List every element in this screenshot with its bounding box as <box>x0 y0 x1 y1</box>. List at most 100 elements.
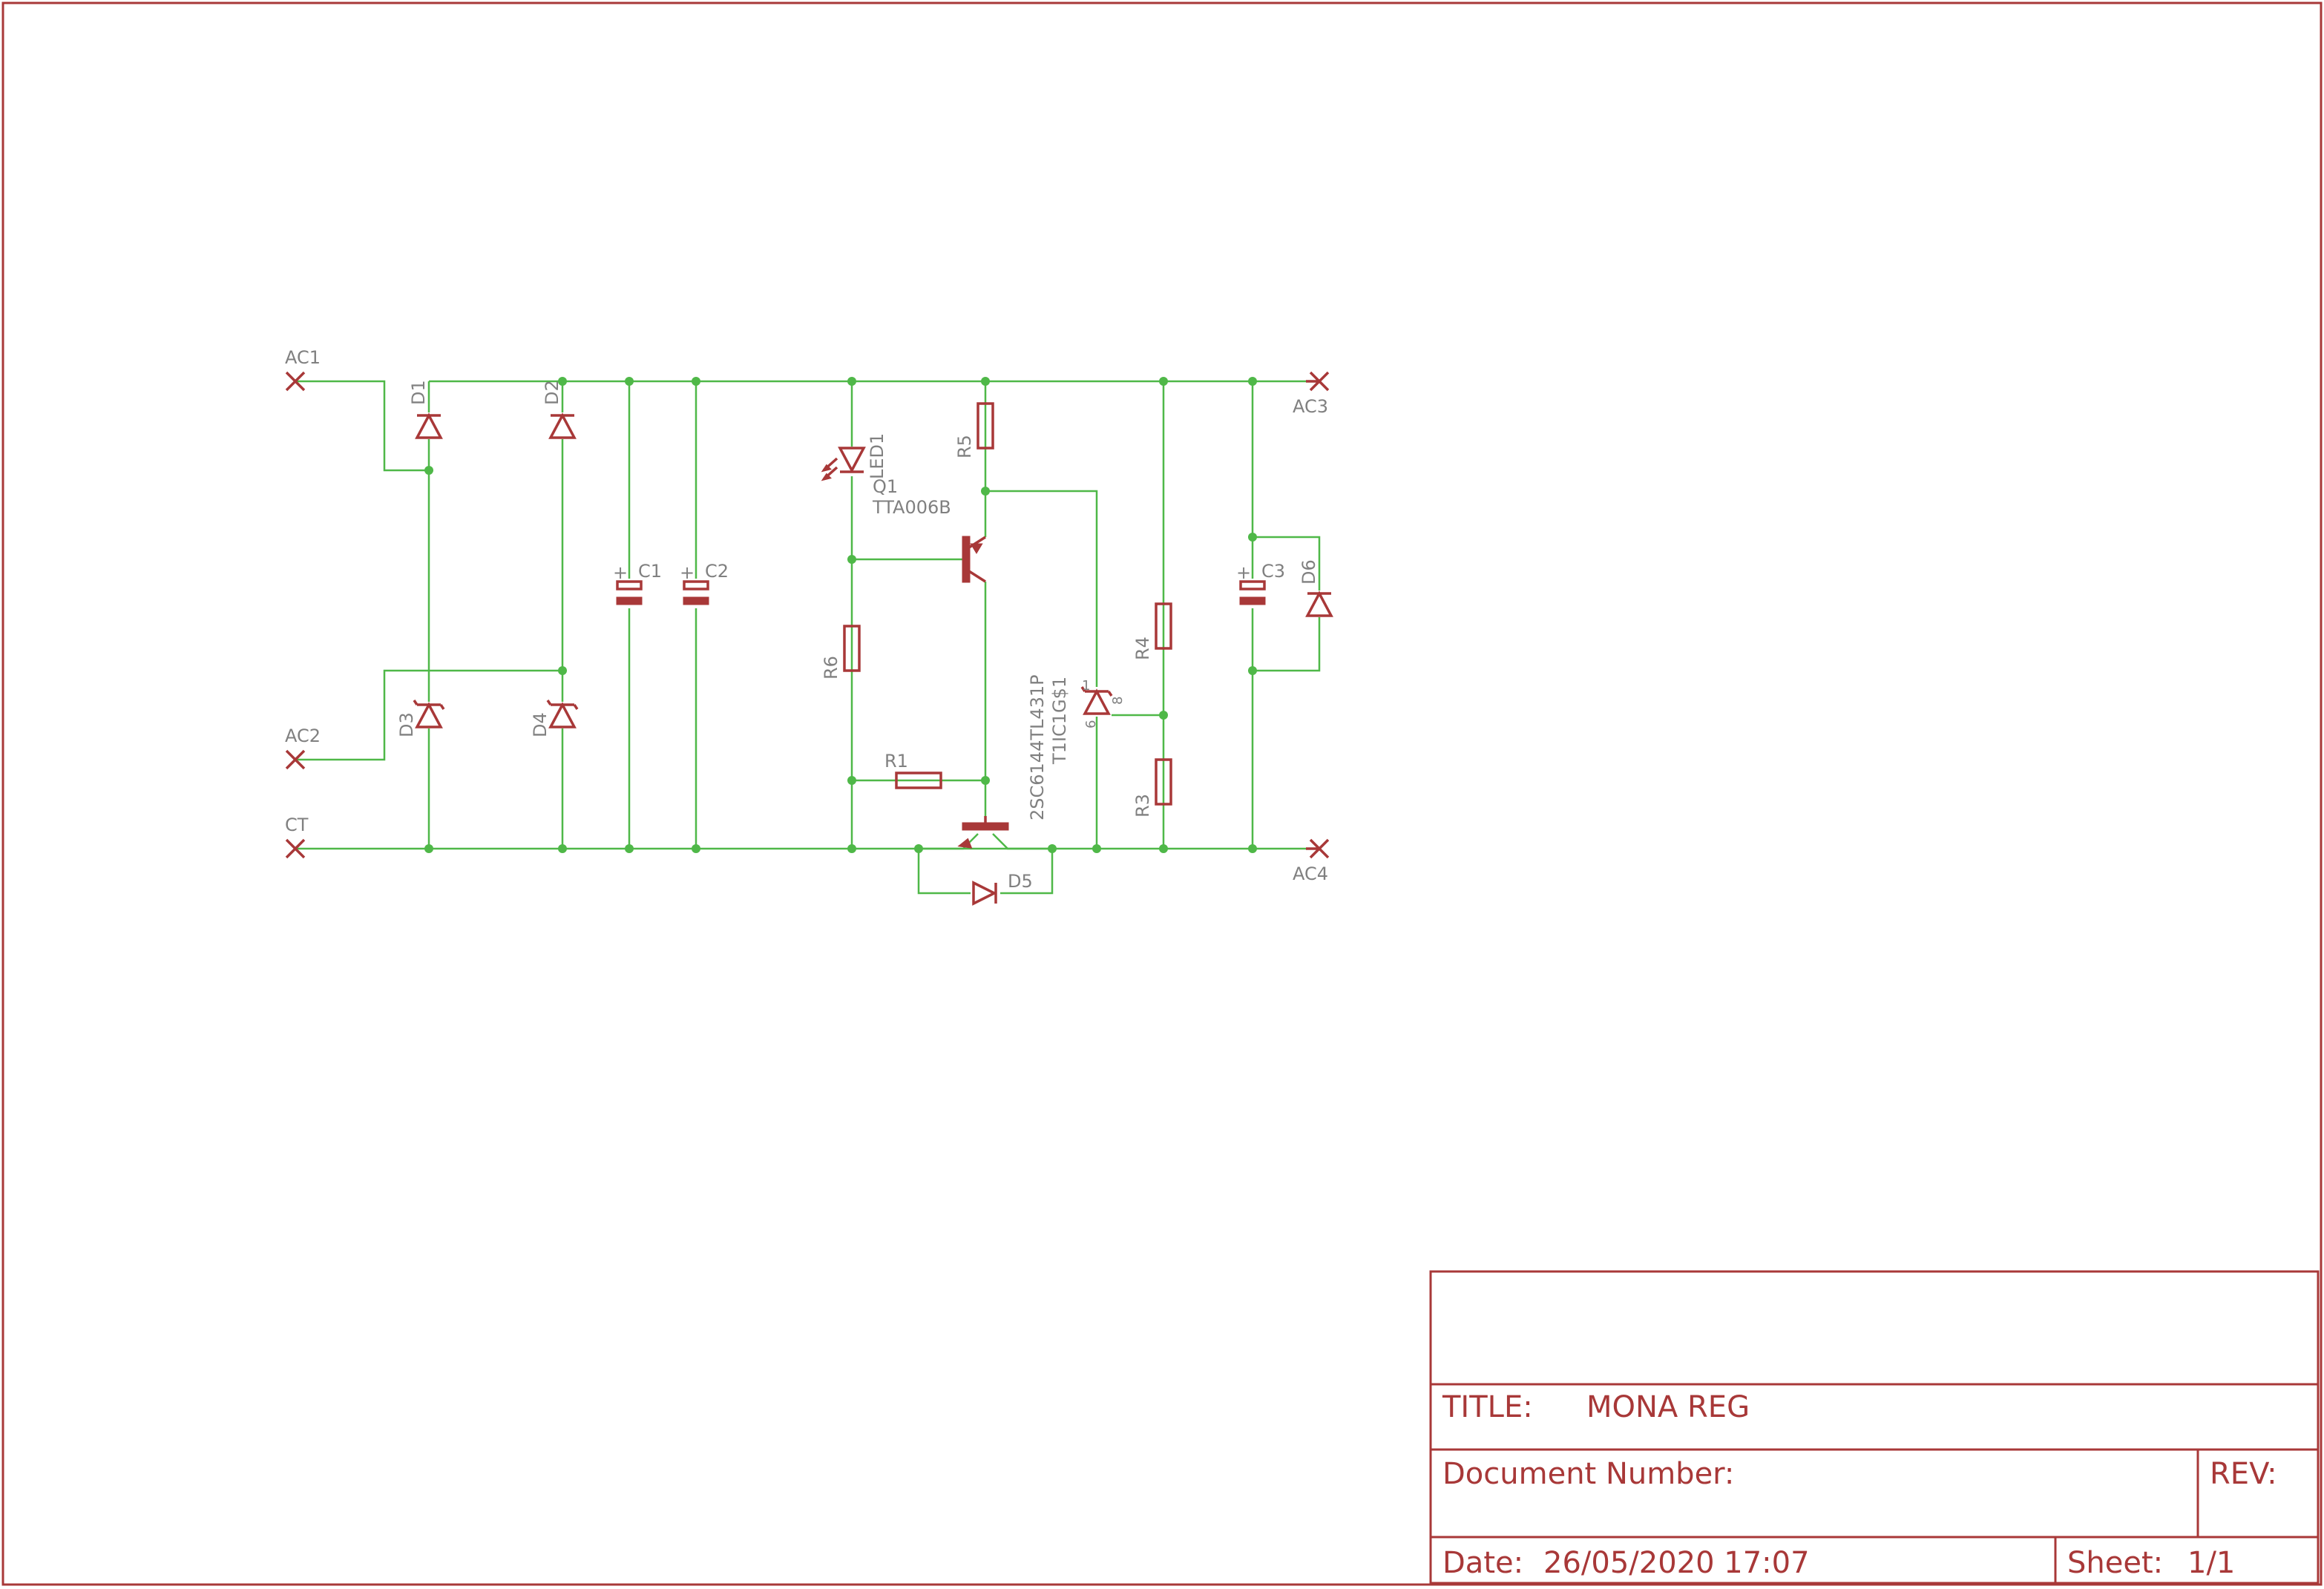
resistor-r6 <box>843 625 861 672</box>
junction <box>692 377 700 386</box>
port-ac2-marker <box>285 749 306 770</box>
ic1-value: TL431P <box>1027 674 1048 740</box>
transistor-q1 <box>962 536 986 583</box>
labels: AC1 AC2 CT AC3 AC4 D1 D2 D3 D4 D5 D6 + C… <box>285 347 1328 892</box>
junction <box>1159 844 1168 853</box>
wires <box>295 380 1321 895</box>
d4-label: D4 <box>530 712 551 737</box>
r1-label: R1 <box>884 751 908 772</box>
junction <box>914 844 923 853</box>
junction <box>1159 377 1168 386</box>
c3-label: C3 <box>1261 561 1285 582</box>
wire-q2-emitter <box>919 833 979 850</box>
junction <box>1248 844 1257 853</box>
d2-label: D2 <box>542 380 562 405</box>
junction <box>1248 533 1257 542</box>
capacitor-c1 <box>613 579 646 608</box>
capacitor-c2 <box>680 579 712 608</box>
junction <box>692 844 700 853</box>
c2-label: C2 <box>705 561 729 582</box>
junction <box>1092 844 1101 853</box>
wire-ac1 <box>295 380 429 472</box>
wire-ac2 <box>295 669 562 761</box>
c2-plus: + <box>680 562 695 583</box>
junction <box>625 844 634 853</box>
port-ac1-marker <box>285 371 306 392</box>
diode-d3 <box>413 700 445 728</box>
ic1-ref: T1IC1G$1 <box>1049 677 1070 765</box>
title-block: TITLE: MONA REG Document Number: REV: Da… <box>1429 1270 2320 1585</box>
rev-label: REV: <box>2210 1457 2277 1491</box>
q1-label: Q1 <box>873 476 898 497</box>
port-ac4-label: AC4 <box>1293 863 1328 884</box>
junction <box>847 776 856 785</box>
resistor-r5 <box>976 402 994 450</box>
junction <box>1248 377 1257 386</box>
junction <box>1248 666 1257 675</box>
d3-label: D3 <box>396 712 417 737</box>
q2-ic-value: 2SC6144TL431P <box>1027 674 1048 820</box>
d6-label: D6 <box>1299 559 1319 585</box>
junction <box>558 844 567 853</box>
junction <box>847 844 856 853</box>
port-ac4-marker <box>1306 838 1330 859</box>
title-value: MONA REG <box>1586 1390 1750 1424</box>
junction <box>424 844 433 853</box>
c1-plus: + <box>613 562 628 583</box>
junction <box>558 666 567 675</box>
transistor-q2 <box>957 816 1009 849</box>
d1-label: D1 <box>408 380 429 405</box>
title-label: TITLE: <box>1442 1390 1533 1424</box>
port-ac2-label: AC2 <box>285 726 321 746</box>
ic1-pin-8: 8 <box>1110 697 1126 705</box>
junction <box>981 377 990 386</box>
port-ac3-marker <box>1306 371 1330 392</box>
diode-d4 <box>546 700 579 728</box>
ic1-pin-6: 6 <box>1083 720 1099 728</box>
port-ct-label: CT <box>285 815 309 835</box>
port-ct-marker <box>285 838 306 859</box>
ic1-pin-1: 1 <box>1082 678 1090 694</box>
diode-d6 <box>1305 590 1333 617</box>
capacitor-c3 <box>1236 579 1269 608</box>
d5-label: D5 <box>1008 871 1033 892</box>
r3-label: R3 <box>1132 794 1153 817</box>
led-led1 <box>821 447 866 481</box>
resistor-r1 <box>895 772 942 789</box>
resistor-r3 <box>1155 758 1172 806</box>
c1-label: C1 <box>638 561 662 582</box>
wire-r5-to-ic <box>985 490 1098 849</box>
date-label: Date: <box>1442 1546 1523 1580</box>
led1-label: LED1 <box>867 433 887 479</box>
diode-d5 <box>971 881 1000 906</box>
diode-d1 <box>415 412 443 439</box>
junction <box>981 776 990 785</box>
ic-tl431 <box>1080 686 1113 717</box>
port-ac3-label: AC3 <box>1293 396 1328 417</box>
wire-q2-collector <box>992 833 1052 850</box>
r4-label: R4 <box>1132 636 1153 660</box>
sheet-label: Sheet: <box>2067 1546 2163 1580</box>
title-block-frame <box>1429 1270 2320 1585</box>
diode-d2 <box>548 412 577 439</box>
junction <box>981 487 990 496</box>
junction <box>847 555 856 564</box>
r5-label: R5 <box>954 435 975 458</box>
sheet-value: 1/1 <box>2187 1546 2235 1580</box>
junction <box>847 377 856 386</box>
junction <box>625 377 634 386</box>
port-markers <box>285 371 1330 859</box>
q2-value: 2SC6144 <box>1027 740 1048 820</box>
date-value: 26/05/2020 17:07 <box>1543 1546 1810 1580</box>
junction <box>1048 844 1057 853</box>
junction <box>558 377 567 386</box>
junctions <box>424 377 1257 853</box>
c3-plus: + <box>1236 562 1251 583</box>
q1-value: TTA006B <box>872 497 951 518</box>
doc-number-label: Document Number: <box>1442 1457 1734 1491</box>
r6-label: R6 <box>821 656 841 680</box>
port-ac1-label: AC1 <box>285 347 321 368</box>
junction <box>1159 711 1168 720</box>
